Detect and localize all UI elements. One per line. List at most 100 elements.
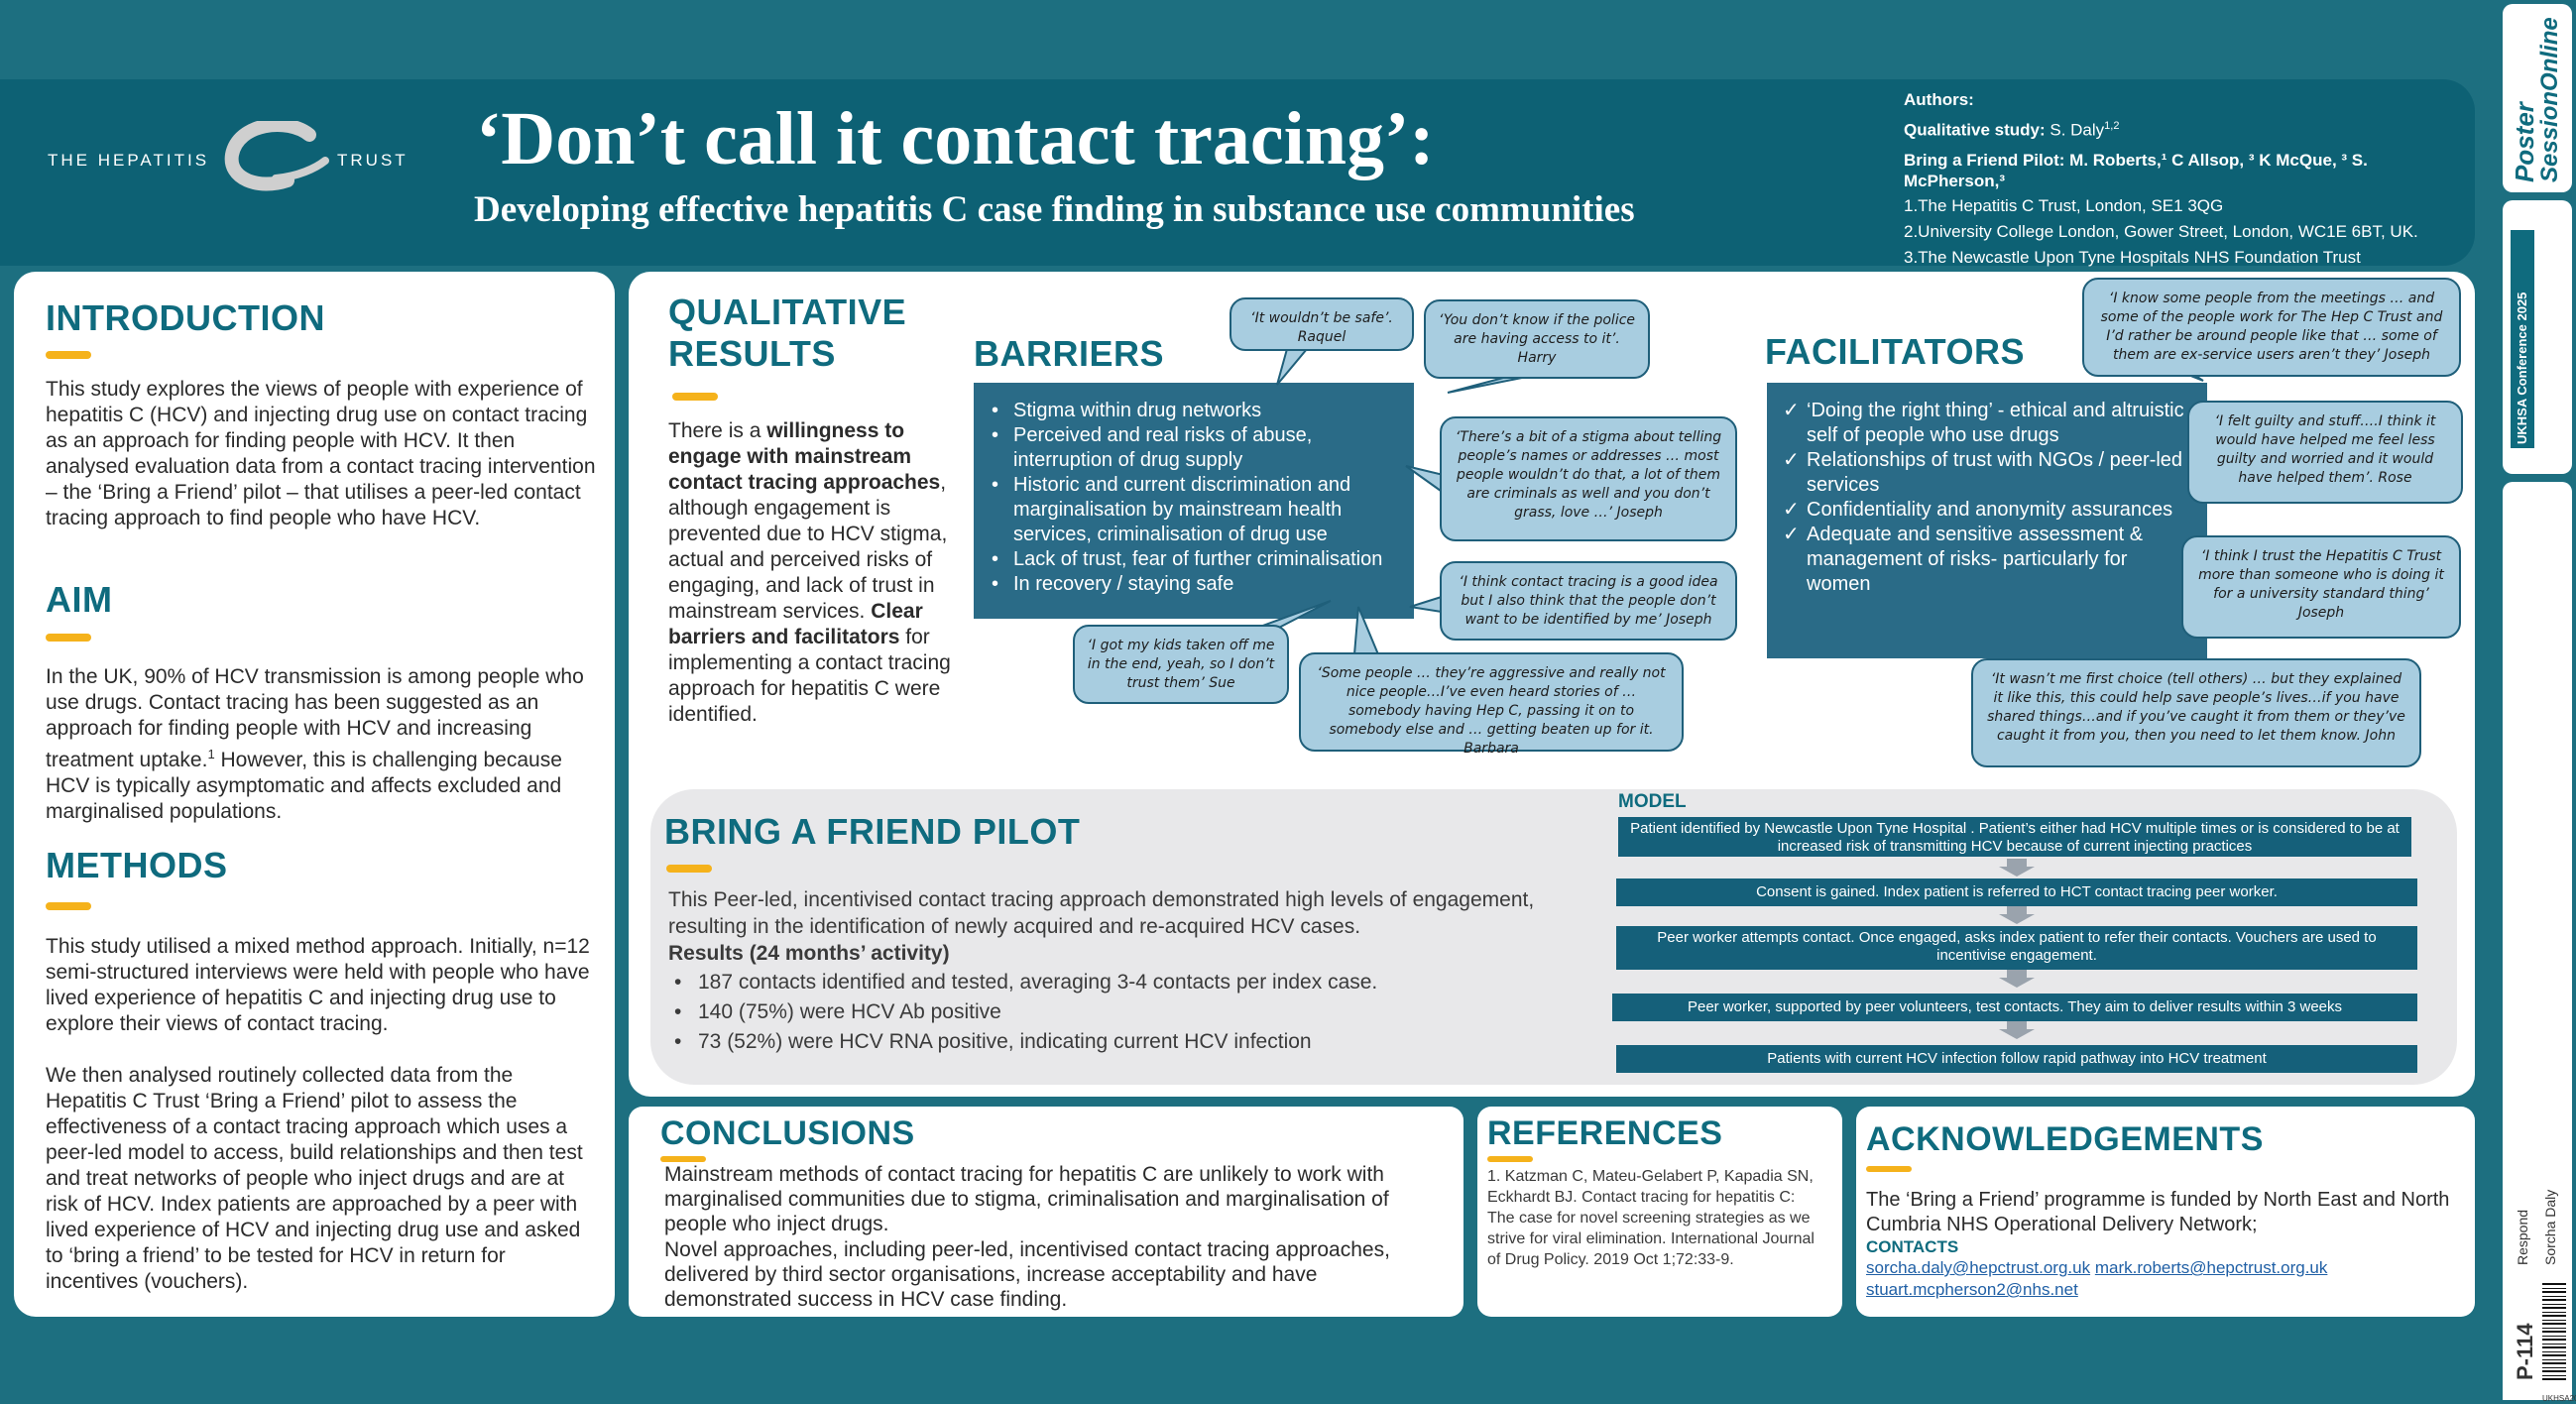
aim-text-a: In the UK, 90% of HCV transmission is am… xyxy=(46,665,584,771)
barrier-item: Historic and current discrimination and … xyxy=(990,473,1398,547)
org-name-left: THE HEPATITIS xyxy=(48,151,210,170)
org-name-right: TRUST xyxy=(337,151,409,170)
facilitator-item: Adequate and sensitive assessment & mana… xyxy=(1783,523,2191,597)
model-step-5: Patients with current HCV infection foll… xyxy=(1616,1045,2417,1073)
barrier-quote-4: ‘I think contact tracing is a good idea … xyxy=(1440,561,1737,641)
sidebar-conference-badge: UKHSA Conference 2025 xyxy=(2503,200,2572,474)
conclusions-para-2: Novel approaches, including peer-led, in… xyxy=(664,1238,1390,1311)
facilitator-quote-3: ‘I think I trust the Hepatitis C Trust m… xyxy=(2181,535,2461,639)
aim-accent xyxy=(46,634,91,642)
qual-t2: , although engagement is prevented due t… xyxy=(668,471,948,623)
conclusions-para-1: Mainstream methods of contact tracing fo… xyxy=(664,1163,1389,1235)
pso-wordmark: Poster SessionOnline xyxy=(2510,4,2563,182)
barriers-list: Stigma within drug networks Perceived an… xyxy=(974,383,1414,619)
aim-heading: AIM xyxy=(46,579,113,620)
conference-name: UKHSA Conference 2025 xyxy=(2515,292,2529,444)
conference-banner xyxy=(2511,230,2534,448)
references-accent xyxy=(1487,1156,1533,1162)
author-name: Sorcha Daly xyxy=(2542,1189,2558,1265)
result-item: 140 (75%) were HCV Ab positive xyxy=(668,997,1590,1027)
qual-b2: Clear barriers and facilitators xyxy=(668,600,923,648)
respond-button[interactable]: Respond xyxy=(2515,1209,2530,1265)
aim-text: In the UK, 90% of HCV transmission is am… xyxy=(46,664,597,825)
qual-t3: for implementing a contact tracing appro… xyxy=(668,626,951,726)
affiliation-2: 2.University College London, Gower Stree… xyxy=(1904,221,2418,241)
pilot-heading: BRING A FRIEND PILOT xyxy=(664,811,1081,852)
barrier-item: Lack of trust, fear of further criminali… xyxy=(990,547,1398,572)
qual-author: S. Daly xyxy=(2049,120,2105,140)
pilot-accent xyxy=(666,865,712,873)
methods-para-1: This study utilised a mixed method appro… xyxy=(46,935,590,1035)
references-heading: REFERENCES xyxy=(1487,1114,1723,1152)
model-step-4: Peer worker, supported by peer volunteer… xyxy=(1612,994,2417,1021)
facilitators-heading: FACILITATORS xyxy=(1765,331,2025,372)
left-column-card: INTRODUCTION This study explores the vie… xyxy=(14,272,615,1317)
barrier-quote-2: ‘You don’t know if the police are having… xyxy=(1424,299,1650,379)
facilitator-item: ‘Doing the right thing’ - ethical and al… xyxy=(1783,399,2191,448)
qual-label: Qualitative study: xyxy=(1904,120,2046,140)
model-step-2: Consent is gained. Index patient is refe… xyxy=(1616,878,2417,906)
barrier-quote-3: ‘There’s a bit of a stigma about telling… xyxy=(1440,416,1737,541)
sidebar-info-panel: Respond Sorcha Daly P-114 UKHSA2025 xyxy=(2503,482,2576,1403)
contact-emails-row: sorcha.daly@hepctrust.org.uk mark.robert… xyxy=(1866,1257,2461,1279)
barrier-item: In recovery / staying safe xyxy=(990,572,1398,597)
barrier-quote-5: ‘I got my kids taken off me in the end, … xyxy=(1073,625,1289,704)
acknowledgements-accent xyxy=(1866,1166,1912,1172)
contact-email-sorcha[interactable]: sorcha.daly@hepctrust.org.uk xyxy=(1866,1258,2091,1277)
qualitative-heading-line2: RESULTS xyxy=(668,333,836,374)
pilot-authors-line2: McPherson,³ xyxy=(1904,171,2006,190)
conclusions-accent xyxy=(660,1156,706,1162)
qualitative-text: There is a willingness to engage with ma… xyxy=(668,418,956,728)
pilot-intro: This Peer-led, incentivised contact trac… xyxy=(668,888,1535,938)
qual-t1: There is a xyxy=(668,419,767,442)
barrier-quote-6: ‘Some people … they’re aggressive and re… xyxy=(1299,652,1684,757)
methods-para-2: We then analysed routinely collected dat… xyxy=(46,1064,583,1293)
barrier-item: Stigma within drug networks xyxy=(990,399,1398,423)
contact-email-mark[interactable]: mark.roberts@hepctrust.org.uk xyxy=(2094,1258,2328,1277)
intro-heading: INTRODUCTION xyxy=(46,297,325,338)
qualitative-heading: QUALITATIVE RESULTS xyxy=(668,292,906,375)
model-step-3: Peer worker attempts contact. Once engag… xyxy=(1616,926,2417,970)
facilitator-item: Confidentiality and anonymity assurances xyxy=(1783,498,2191,523)
poster-id: P-114 xyxy=(2513,1323,2537,1381)
intro-text: This study explores the views of people … xyxy=(46,378,596,529)
affiliation-3: 3.The Newcastle Upon Tyne Hospitals NHS … xyxy=(1904,247,2361,267)
facilitator-quote-2: ‘I felt guilty and stuff….I think it wou… xyxy=(2187,401,2463,504)
pilot-results-label: Results (24 months’ activity) xyxy=(668,942,950,965)
poster-header: THE HEPATITIS TRUST ‘Don’t call it conta… xyxy=(0,79,2475,267)
pso-line-2: SessionOnline xyxy=(2536,17,2563,182)
model-label: MODEL xyxy=(1618,791,1687,812)
acknowledgements-card: ACKNOWLEDGEMENTS The ‘Bring a Friend’ pr… xyxy=(1856,1107,2475,1317)
conclusions-card: CONCLUSIONS Mainstream methods of contac… xyxy=(629,1107,1464,1317)
hepatitis-c-logo-icon xyxy=(224,121,329,191)
facilitators-list: ‘Doing the right thing’ - ethical and al… xyxy=(1767,383,2207,658)
model-step-1: Patient identified by Newcastle Upon Tyn… xyxy=(1618,817,2411,857)
authors-block: Authors: Qualitative study: S. Daly1,2 B… xyxy=(1904,87,2459,271)
qualitative-accent xyxy=(672,393,718,401)
pso-line-1: Poster xyxy=(2510,102,2539,182)
poster-subtitle: Developing effective hepatitis C case fi… xyxy=(474,189,1635,230)
aim-ref-sup: 1 xyxy=(207,747,215,761)
org-logo: THE HEPATITIS TRUST xyxy=(48,121,414,191)
barcode-icon xyxy=(2542,1281,2566,1380)
result-item: 73 (52%) were HCV RNA positive, indicati… xyxy=(668,1027,1590,1057)
facilitator-quote-1: ‘I know some people from the meetings … … xyxy=(2082,278,2461,377)
references-card: REFERENCES 1. Katzman C, Mateu-Gelabert … xyxy=(1477,1107,1842,1317)
contact-email-stuart[interactable]: stuart.mcpherson2@nhs.net xyxy=(1866,1280,2078,1299)
qual-author-sup: 1,2 xyxy=(2104,120,2120,132)
pilot-results-list: 187 contacts identified and tested, aver… xyxy=(668,968,1590,1057)
contacts-label: CONTACTS xyxy=(1866,1237,1959,1256)
poster-code: UKHSA2025 xyxy=(2542,1394,2576,1403)
barrier-item: Perceived and real risks of abuse, inter… xyxy=(990,423,1398,473)
poster-title: ‘Don’t call it contact tracing’: xyxy=(476,97,1435,180)
intro-accent xyxy=(46,351,91,359)
facilitator-item: Relationships of trust with NGOs / peer-… xyxy=(1783,448,2191,498)
conclusions-heading: CONCLUSIONS xyxy=(660,1114,915,1152)
barriers-heading: BARRIERS xyxy=(974,333,1165,374)
qualitative-heading-line1: QUALITATIVE xyxy=(668,292,907,332)
methods-heading: METHODS xyxy=(46,845,228,885)
references-text: 1. Katzman C, Mateu-Gelabert P, Kapadia … xyxy=(1487,1168,1815,1268)
barrier-quote-1: ‘It wouldn’t be safe’. Raquel xyxy=(1229,297,1414,351)
sidebar-pso-logo: Poster SessionOnline xyxy=(2503,4,2572,192)
